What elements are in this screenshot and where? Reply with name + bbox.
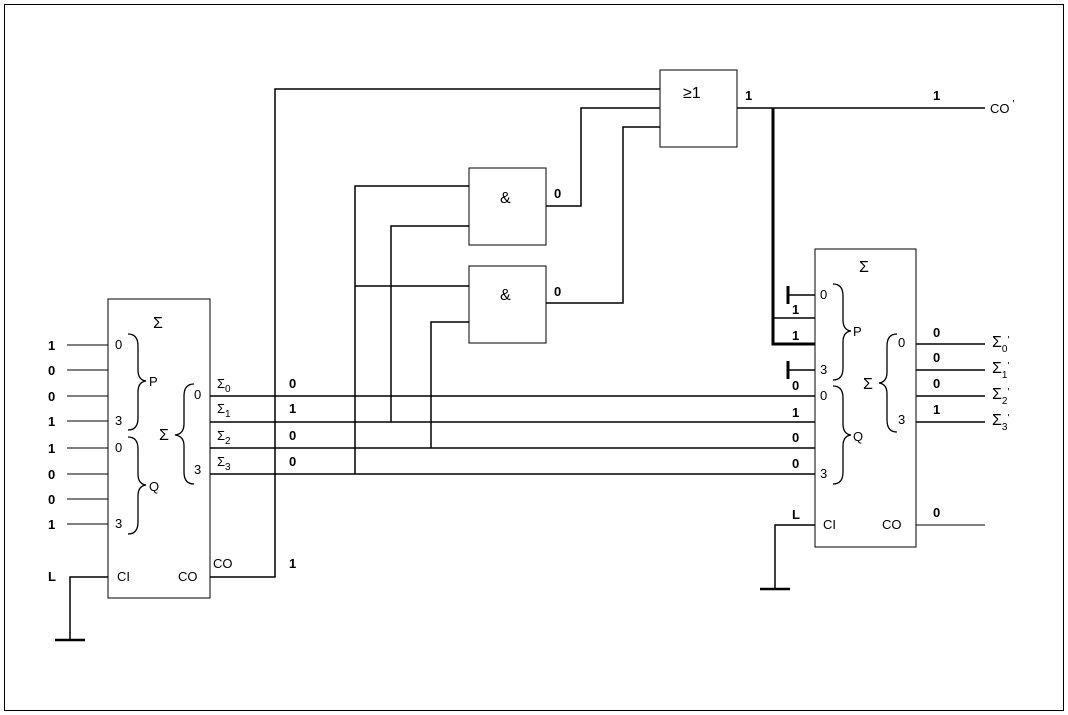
adder-2-p-label: P — [853, 324, 862, 339]
adder-1-sum-brace — [174, 383, 195, 485]
adder-2-q-input-1: 1 — [792, 405, 799, 420]
and-gate-2-output-value: 0 — [554, 284, 561, 299]
adder-2-box — [814, 248, 917, 548]
sum-bus-wires — [210, 395, 815, 475]
adder-1-q-input-2: 0 — [48, 492, 55, 507]
adder-2-ci-ground-wire — [774, 524, 815, 589]
or-gate-symbol: ≥1 — [683, 85, 701, 102]
adder-2-sum-value-3: 1 — [933, 402, 940, 417]
co-prime-label: CO' — [990, 99, 1015, 116]
and-gate-2: & 0 — [468, 265, 561, 344]
adder-1-q-label: Q — [149, 479, 159, 494]
adder-2-p-pin-0: 0 — [820, 287, 827, 302]
carry-to-adder-2-wire — [771, 108, 815, 346]
adder-1-sigma-1: Σ1 — [217, 401, 231, 420]
adder-1-p-input-1: 0 — [48, 363, 55, 378]
adder-2-sigma-2: Σ2' — [992, 386, 1009, 407]
adder-1-co-out-label: CO — [213, 556, 233, 571]
adder-2-tied-low-ticks — [786, 286, 815, 379]
adder-2-p-brace — [832, 283, 852, 381]
adder-2-out-pin-3: 3 — [898, 412, 905, 427]
or-gate: ≥1 1 — [659, 69, 752, 148]
adder-2-q-pin-0: 0 — [820, 388, 827, 403]
adder-2-sum-value-1: 0 — [933, 350, 940, 365]
adder-2-q-input-0: 0 — [792, 378, 799, 393]
and1-out-wire — [546, 107, 660, 207]
and-gate-1-box — [468, 167, 547, 246]
or-gate-box — [659, 69, 738, 148]
and-input-wires — [354, 185, 469, 474]
adder-1: Σ 1 0 0 1 1 0 0 1 0 3 0 3 P Q Σ — [48, 298, 296, 642]
adder-1-q-brace — [127, 436, 147, 535]
adder-1-ci-input: L — [48, 569, 56, 584]
adder-1-ci-label: CI — [117, 569, 130, 584]
and2-out-wire — [546, 126, 660, 304]
adder-1-q-pin-3: 3 — [115, 516, 122, 531]
co-prime-value: 1 — [933, 88, 940, 103]
adder-1-p-input-0: 1 — [48, 338, 55, 353]
adder-1-p-pin-0: 0 — [115, 337, 122, 352]
adder-1-co-value: 1 — [289, 556, 296, 571]
adder-1-p-brace — [127, 333, 147, 431]
adder-2-q-brace — [832, 385, 852, 485]
adder-2-ci-label: CI — [823, 517, 836, 532]
adder-1-title: Σ — [153, 315, 163, 332]
adder-2-ci-input: L — [792, 507, 800, 522]
adder-2-p-input-2: 1 — [792, 328, 799, 343]
adder-2-p-pin-3: 3 — [820, 362, 827, 377]
adder-2-sigma-0: Σ0' — [992, 334, 1009, 355]
adder-2-q-input-3: 0 — [792, 456, 799, 471]
or-gate-output-value: 1 — [745, 88, 752, 103]
adder-2-q-input-2: 0 — [792, 430, 799, 445]
adder-2-sum-value-2: 0 — [933, 376, 940, 391]
adder-1-p-label: P — [149, 374, 158, 389]
adder-1-sum-value-3: 0 — [289, 454, 296, 469]
adder-2: Σ 0 3 0 3 1 1 0 1 0 0 P Q Σ 0 3 CI CO L … — [792, 248, 940, 548]
adder-2-q-pin-3: 3 — [820, 466, 827, 481]
adder-1-sum-label: Σ — [159, 427, 169, 444]
adder-1-sigma-0: Σ0 — [217, 376, 231, 395]
adder-1-box — [107, 298, 211, 599]
adder-2-co-label: CO — [882, 517, 902, 532]
diagram-frame — [4, 4, 1064, 711]
adder-2-sum-value-0: 0 — [933, 325, 940, 340]
adder-2-title: Σ — [859, 259, 869, 276]
adder-1-q-input-3: 1 — [48, 517, 55, 532]
adder-1-p-input-2: 0 — [48, 389, 55, 404]
adder-2-output-wires — [916, 343, 985, 423]
and-gate-2-symbol: & — [500, 287, 511, 304]
adder-1-out-pin-3: 3 — [194, 462, 201, 477]
adder-1-sum-value-2: 0 — [289, 428, 296, 443]
adder-2-p-input-1: 1 — [792, 302, 799, 317]
adder-2-sum-label: Σ — [863, 376, 873, 393]
adder-1-out-pin-0: 0 — [194, 387, 201, 402]
co1-wire — [210, 88, 660, 578]
adder-2-sum-brace — [878, 333, 898, 433]
and-gate-1-output-value: 0 — [554, 186, 561, 201]
adder-1-ci-ground-wire — [69, 576, 108, 640]
and-gate-1-symbol: & — [500, 190, 511, 207]
adder-2-co-value: 0 — [933, 505, 940, 520]
adder-1-sum-value-1: 1 — [289, 401, 296, 416]
adder-1-p-pin-3: 3 — [115, 413, 122, 428]
and-gate-2-box — [468, 265, 547, 344]
adder-1-sigma-2: Σ2 — [217, 428, 231, 447]
adder-2-out-pin-0: 0 — [898, 335, 905, 350]
adder-2-q-label: Q — [853, 429, 863, 444]
adder-1-co-label: CO — [178, 569, 198, 584]
adder-2-sigma-1: Σ1' — [992, 360, 1009, 381]
adder-1-q-input-1: 0 — [48, 467, 55, 482]
adder-1-p-input-3: 1 — [48, 414, 55, 429]
adder-1-q-input-0: 1 — [48, 441, 55, 456]
adder-1-input-lines — [67, 344, 108, 525]
adder-1-q-pin-0: 0 — [115, 440, 122, 455]
adder-2-sigma-3: Σ3' — [992, 412, 1009, 433]
and-gate-1: & 0 — [468, 167, 561, 246]
adder-1-sigma-3: Σ3 — [217, 454, 231, 473]
adder-1-sum-value-0: 0 — [289, 376, 296, 391]
